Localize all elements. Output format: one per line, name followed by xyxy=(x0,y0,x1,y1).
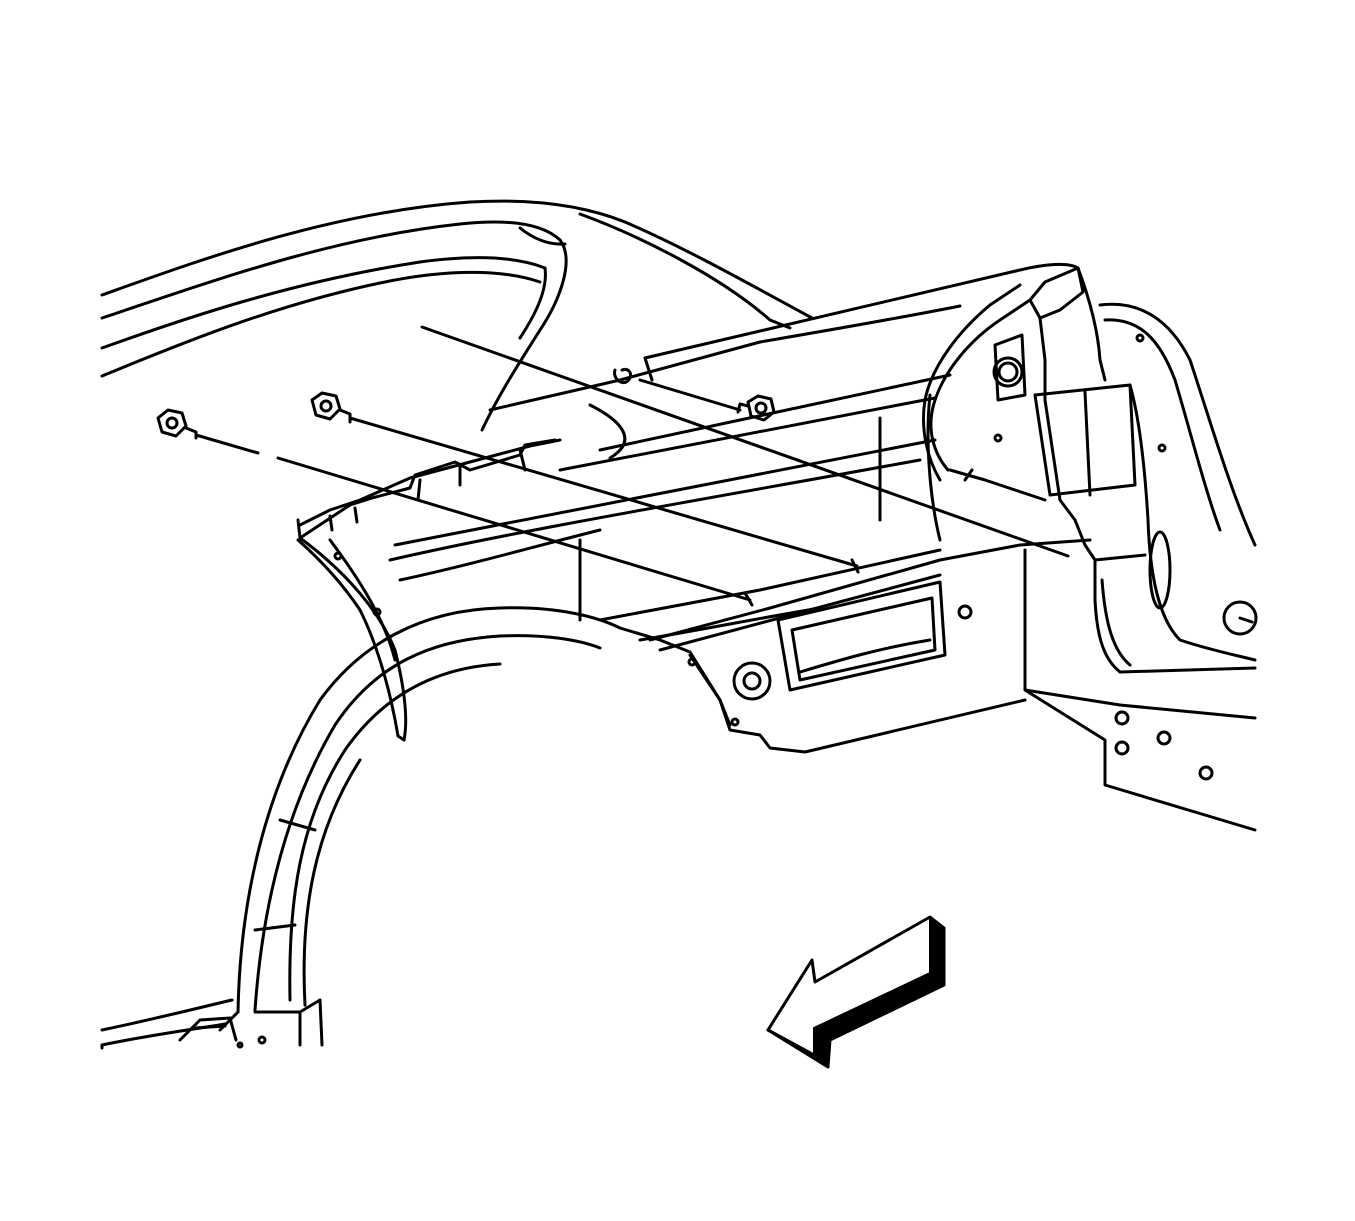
hex-bolt-icon xyxy=(310,391,352,424)
hex-bolt-icon xyxy=(736,394,776,422)
roof-rail xyxy=(100,199,814,432)
forward-direction-arrow-icon xyxy=(766,915,946,1069)
quarter-reinforcement xyxy=(296,438,937,742)
fastener-centerlines xyxy=(194,325,1070,607)
rear-floor-pan xyxy=(236,333,1257,1049)
tail-lamp-pocket xyxy=(921,266,1258,674)
lower-quarter xyxy=(100,998,238,1050)
hex-bolt-icon xyxy=(156,408,198,440)
